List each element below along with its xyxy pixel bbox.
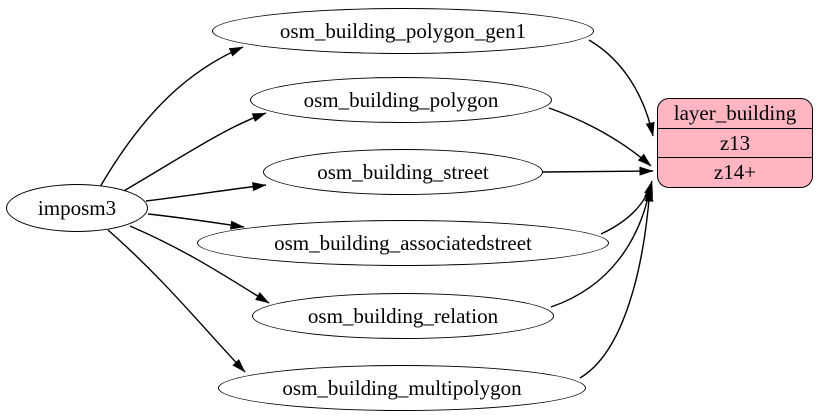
node-osm-building-polygon-gen1-label: osm_building_polygon_gen1	[279, 18, 527, 43]
node-imposm3: imposm3	[6, 184, 148, 232]
edge-imposm3-to-osm-building-polygon-gen1	[99, 46, 244, 188]
edge-imposm3-to-osm-building-street	[145, 182, 267, 202]
edge-imposm3-to-osm-building-polygon	[121, 112, 267, 193]
layer-building-row-z14-label: z14+	[713, 160, 757, 185]
node-imposm3-label: imposm3	[37, 195, 117, 220]
node-osm-building-polygon-gen1: osm_building_polygon_gen1	[212, 8, 594, 54]
edge-osm-building-associatedstreet-to-layer-building-z14	[600, 180, 653, 235]
edge-imposm3-to-osm-building-multipolygon	[107, 229, 246, 373]
node-osm-building-associatedstreet-label: osm_building_associatedstreet	[274, 230, 532, 255]
node-osm-building-polygon-label: osm_building_polygon	[303, 87, 499, 112]
edge-osm-building-multipolygon-to-layer-building-z14	[579, 187, 654, 379]
layer-building-title: layer_building	[673, 100, 797, 125]
edge-imposm3-to-osm-building-relation	[129, 225, 270, 304]
layer-building-row-z13-label: z13	[719, 130, 751, 155]
edge-osm-building-polygon-to-layer-building-z14	[548, 107, 652, 167]
edge-osm-building-polygon-gen1-to-layer-building-z13	[588, 39, 655, 137]
node-osm-building-associatedstreet: osm_building_associatedstreet	[197, 220, 609, 266]
layer-building-row-z14: z14+	[658, 157, 812, 187]
edge-imposm3-to-osm-building-associatedstreet	[147, 213, 245, 230]
layer-building-row-z13: z13	[658, 127, 812, 158]
node-osm-building-polygon: osm_building_polygon	[250, 77, 552, 123]
node-layer-building: layer_building z13 z14+	[657, 98, 813, 188]
node-osm-building-relation: osm_building_relation	[252, 293, 554, 339]
node-osm-building-street: osm_building_street	[263, 149, 543, 195]
node-osm-building-street-label: osm_building_street	[317, 159, 489, 184]
node-osm-building-relation-label: osm_building_relation	[307, 303, 499, 328]
node-osm-building-multipolygon-label: osm_building_multipolygon	[282, 375, 522, 400]
layer-building-title-row: layer_building	[658, 99, 812, 128]
edge-osm-building-street-to-layer-building-z14	[542, 166, 654, 176]
edge-osm-building-relation-to-layer-building-z14	[550, 183, 653, 308]
node-osm-building-multipolygon: osm_building_multipolygon	[218, 365, 586, 411]
